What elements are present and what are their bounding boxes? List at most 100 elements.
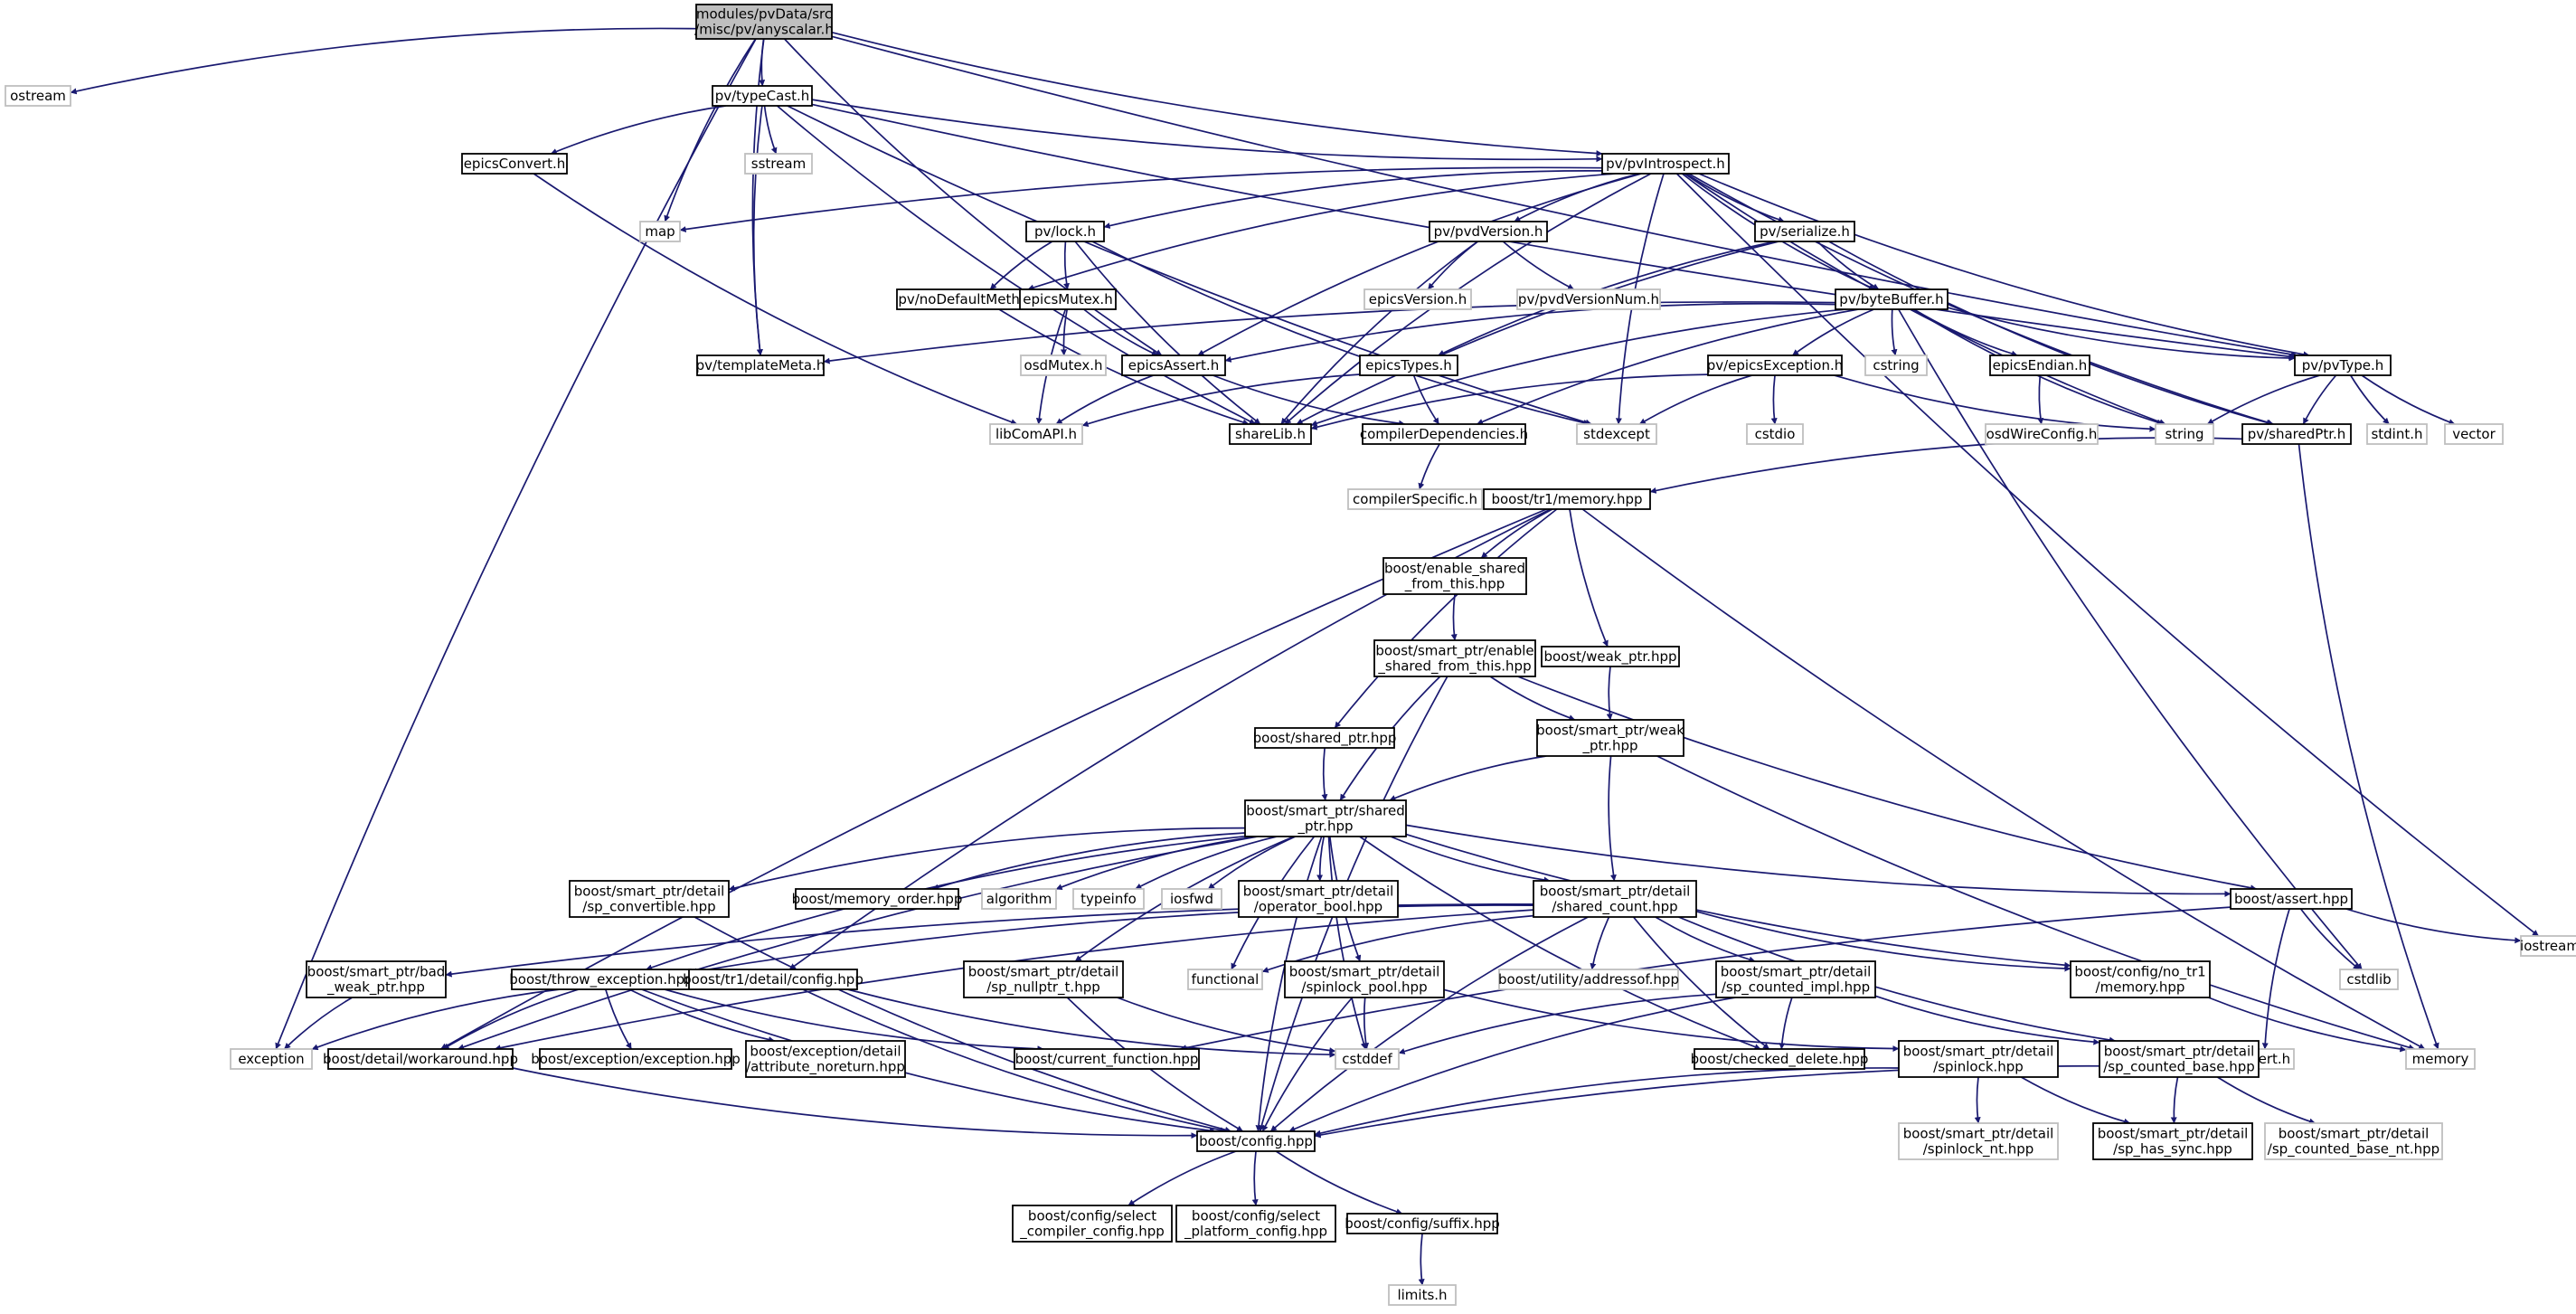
edge-pvEpicsException-to-shareLib [1310, 373, 1709, 430]
node-noDefaultMethods[interactable]: pv/noDefaultMethods.h [896, 288, 1059, 310]
node-pvType[interactable]: pv/pvType.h [2294, 354, 2392, 376]
node-byteBuffer[interactable]: pv/byteBuffer.h [1835, 288, 1949, 310]
node-box [1175, 1205, 1336, 1243]
node-label: pv/pvType.h [2302, 357, 2384, 373]
node-epicsMutex[interactable]: epicsMutex.h [1019, 288, 1117, 310]
edge-byteBuffer-to-epicsEndian [1913, 308, 2018, 357]
node-spWeakPtr[interactable]: boost/smart_ptr/weak_ptr.hpp [1536, 719, 1684, 757]
edge-byteBuffer-to-cstring [1891, 308, 1898, 356]
node-addressof: boost/utility/addressof.hpp [1498, 969, 1679, 990]
node-epicsConvert[interactable]: epicsConvert.h [461, 153, 568, 175]
node-boostConfig[interactable]: boost/config.hpp [1196, 1130, 1316, 1152]
node-spSharedPtr[interactable]: boost/smart_ptr/shared_ptr.hpp [1244, 799, 1407, 837]
node-checkedDelete[interactable]: boost/checked_delete.hpp [1691, 1048, 1869, 1070]
node-epicsAssert[interactable]: epicsAssert.h [1121, 354, 1226, 376]
edge-sharedCount-to-boostConfig [1269, 916, 1589, 1132]
node-spConvertible[interactable]: boost/smart_ptr/detail/sp_convertible.hp… [569, 880, 730, 918]
edge-pvIntrospect-to-lock [1103, 170, 1603, 229]
edge-pvIntrospect-to-serialize [1685, 173, 1785, 223]
node-label: boost/smart_ptr/detail [1721, 964, 1872, 981]
edge-spSharedPtr-to-boostAssert [1405, 824, 2232, 897]
edge-pvIntrospect-to-map [679, 166, 1603, 232]
edge-boostAssert-to-assertH [2261, 908, 2290, 1050]
node-templateMeta[interactable]: pv/templateMeta.h [696, 354, 826, 376]
node-box [2339, 969, 2399, 990]
node-stdint: stdint.h [2366, 423, 2428, 445]
node-label: pv/sharedPtr.h [2248, 426, 2346, 442]
node-exceptionException[interactable]: boost/exception/exception.hpp [531, 1048, 741, 1070]
node-pvEpicsException[interactable]: pv/epicsException.h [1707, 354, 1844, 376]
edge-spCountedImpl-to-boostConfig [1288, 997, 1736, 1132]
node-epicsEndian[interactable]: epicsEndian.h [1989, 354, 2090, 376]
node-tr1memory[interactable]: boost/tr1/memory.hpp [1483, 488, 1651, 510]
edge-lock-to-stdexcept [1091, 241, 1590, 426]
node-throwException[interactable]: boost/throw_exception.hpp [509, 969, 694, 990]
node-pvIntrospect[interactable]: pv/pvIntrospect.h [1601, 153, 1730, 175]
node-memory: memory [2405, 1048, 2476, 1070]
node-label: functional [1192, 971, 1260, 988]
node-iosfwd: iosfwd [1161, 888, 1222, 910]
edge-tr1memory-to-enableShared [1480, 508, 1553, 559]
node-label: /sp_convertible.hpp [582, 899, 715, 916]
node-attrNoreturn[interactable]: boost/exception/detail/attribute_noretur… [745, 1040, 906, 1078]
node-sharedPtr[interactable]: pv/sharedPtr.h [2241, 423, 2352, 445]
node-suffix[interactable]: boost/config/suffix.hpp [1345, 1213, 1500, 1234]
node-box [696, 354, 825, 376]
node-lock[interactable]: pv/lock.h [1025, 221, 1105, 242]
node-noTr1Memory[interactable]: boost/config/no_tr1/memory.hpp [2070, 960, 2211, 998]
node-tr1DetailConfig[interactable]: boost/tr1/detail/config.hpp [683, 969, 863, 990]
node-box [745, 1040, 906, 1078]
node-root[interactable]: modules/pvData/src/misc/pv/anyscalar.h [694, 4, 834, 40]
node-label: _shared_from_this.hpp [1377, 658, 1531, 676]
node-box [306, 960, 447, 998]
node-spCountedBase[interactable]: boost/smart_ptr/detail/sp_counted_base.h… [2099, 1040, 2260, 1078]
edge-epicsMutex-to-epicsAssert [1083, 308, 1158, 356]
node-epicsTypes[interactable]: epicsTypes.h [1359, 354, 1458, 376]
edge-pvdVersion-to-epicsVersion [1427, 241, 1479, 290]
node-box [1196, 1130, 1316, 1152]
node-enableShared[interactable]: boost/enable_shared_from_this.hpp [1382, 557, 1527, 595]
edge-spSharedPtr-to-cstddef [1327, 836, 1367, 1050]
node-label: boost/config/select [1192, 1208, 1320, 1224]
node-label: pv/pvdVersionNum.h [1518, 291, 1659, 307]
node-spHasSync[interactable]: boost/smart_ptr/detail/sp_has_sync.hpp [2092, 1122, 2253, 1160]
node-shareLib[interactable]: shareLib.h [1229, 423, 1312, 445]
node-detailWorkaround[interactable]: boost/detail/workaround.hpp [323, 1048, 518, 1070]
node-spNullptr[interactable]: boost/smart_ptr/detail/sp_nullptr_t.hpp [963, 960, 1124, 998]
node-typeCast[interactable]: pv/typeCast.h [712, 85, 813, 107]
node-label: boost/current_function.hpp [1015, 1051, 1199, 1068]
node-currentFunction[interactable]: boost/current_function.hpp [1014, 1048, 1200, 1070]
node-label: osdMutex.h [1024, 357, 1103, 373]
node-label: boost/smart_ptr/detail [1903, 1126, 2054, 1143]
node-box [1244, 799, 1407, 837]
node-box [1694, 1048, 1865, 1070]
node-memoryOrder[interactable]: boost/memory_order.hpp [792, 888, 963, 910]
node-selectCompiler[interactable]: boost/config/select_compiler_config.hpp [1012, 1205, 1173, 1243]
node-spinlock[interactable]: boost/smart_ptr/detail/spinlock.hpp [1898, 1040, 2059, 1078]
edge-spinlockPool-to-cstddef [1363, 997, 1370, 1050]
edge-sharedCount-to-throwException [690, 904, 1534, 975]
node-spCountedImpl[interactable]: boost/smart_ptr/detail/sp_counted_impl.h… [1715, 960, 1876, 998]
node-pvdVersion[interactable]: pv/pvdVersion.h [1429, 221, 1548, 242]
node-badWeakPtr[interactable]: boost/smart_ptr/bad_weak_ptr.hpp [306, 960, 447, 998]
node-spEnableShared[interactable]: boost/smart_ptr/enable_shared_from_this.… [1373, 639, 1536, 677]
edge-throwException-to-detailWorkaround [442, 988, 580, 1050]
node-label: pv/lock.h [1034, 223, 1096, 240]
node-boostAssert[interactable]: boost/assert.hpp [2230, 888, 2353, 910]
node-limits: limits.h [1388, 1284, 1457, 1306]
node-sharedPtrHpp[interactable]: boost/shared_ptr.hpp [1253, 727, 1397, 749]
node-label: boost/assert.hpp [2234, 891, 2348, 907]
node-box [1254, 727, 1395, 749]
node-weakPtr[interactable]: boost/weak_ptr.hpp [1541, 646, 1680, 667]
node-spinlockPool[interactable]: boost/smart_ptr/detail/spinlock_pool.hpp [1284, 960, 1445, 998]
node-sharedCount[interactable]: boost/smart_ptr/detail/shared_count.hpp [1533, 880, 1697, 918]
node-compilerDependencies[interactable]: compilerDependencies.h [1360, 423, 1528, 445]
node-box [1335, 1048, 1400, 1070]
node-selectPlatform[interactable]: boost/config/select_platform_config.hpp [1175, 1205, 1336, 1243]
node-label: boost/tr1/detail/config.hpp [683, 971, 863, 988]
node-label: boost/smart_ptr/shared [1246, 803, 1405, 820]
node-label: /spinlock.hpp [1933, 1059, 2024, 1075]
node-box [744, 153, 813, 175]
node-serialize[interactable]: pv/serialize.h [1754, 221, 1855, 242]
node-operatorBool[interactable]: boost/smart_ptr/detail/operator_bool.hpp [1238, 880, 1399, 918]
